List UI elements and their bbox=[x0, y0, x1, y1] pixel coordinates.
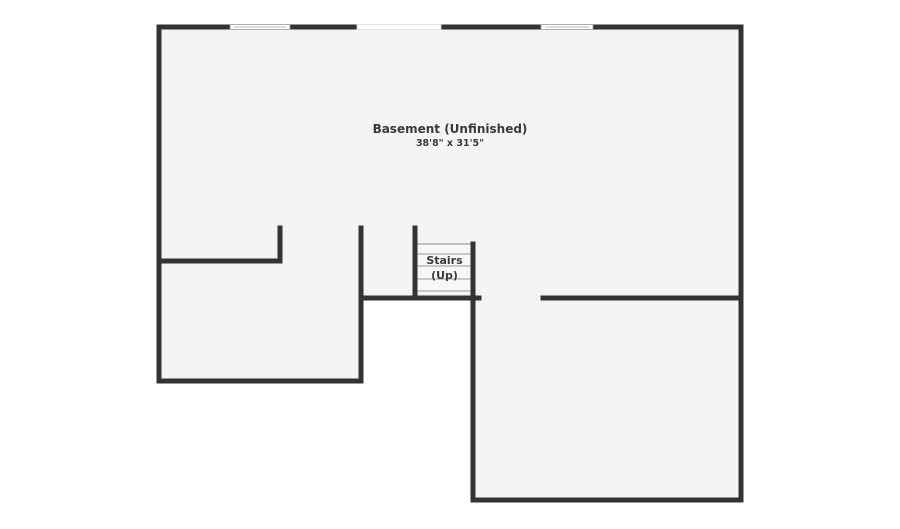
opening-top bbox=[356, 24, 442, 30]
stairs-label: Stairs (Up) bbox=[417, 253, 472, 283]
stairs-label-line2: (Up) bbox=[431, 269, 458, 282]
walls bbox=[156, 24, 744, 503]
room-dimensions: 38'8" x 31'5" bbox=[415, 138, 485, 149]
room-name: Basement (Unfinished) bbox=[372, 122, 528, 136]
stairs-label-line1: Stairs bbox=[426, 254, 463, 267]
window-right bbox=[540, 24, 594, 30]
window-left bbox=[229, 24, 291, 30]
